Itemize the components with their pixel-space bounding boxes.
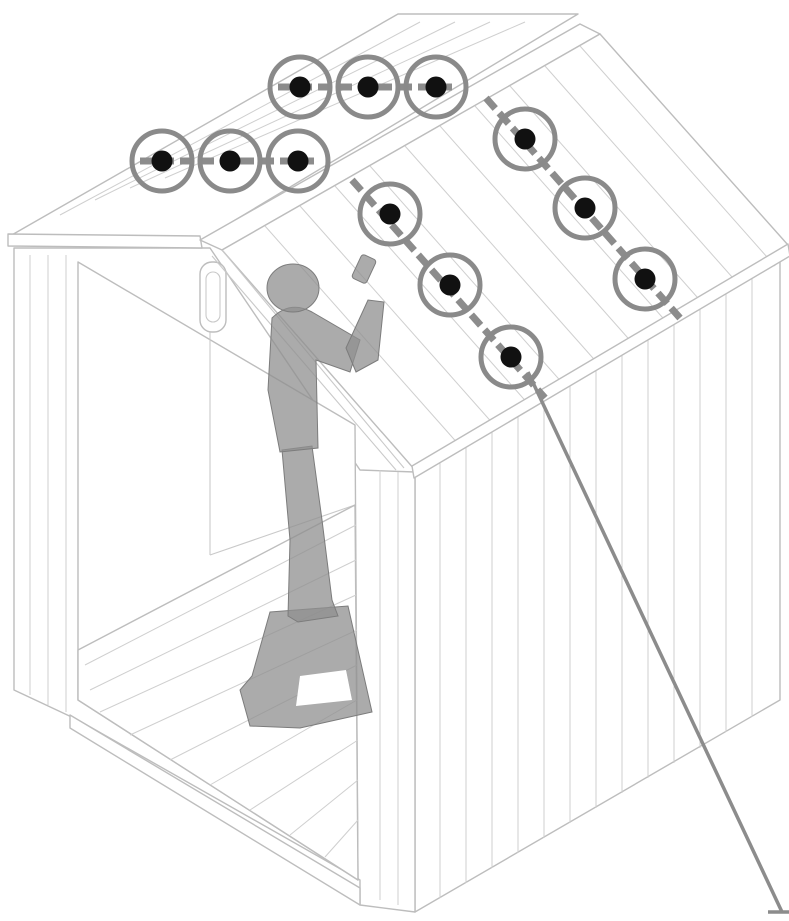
person-head <box>267 264 319 312</box>
screw-dot-icon <box>515 129 536 150</box>
screw-dot-icon <box>290 77 311 98</box>
roof-left-fascia <box>8 234 202 248</box>
screw-dot-icon <box>358 77 379 98</box>
screw-dot-icon <box>501 347 522 368</box>
screw-dot-icon <box>152 151 173 172</box>
screw-dot-icon <box>220 151 241 172</box>
screw-dot-icon <box>426 77 447 98</box>
screw-dot-icon <box>380 204 401 225</box>
screw-dot-icon <box>288 151 309 172</box>
screw-dot-icon <box>440 275 461 296</box>
screw-dot-icon <box>575 198 596 219</box>
screw-dot-icon <box>635 269 656 290</box>
